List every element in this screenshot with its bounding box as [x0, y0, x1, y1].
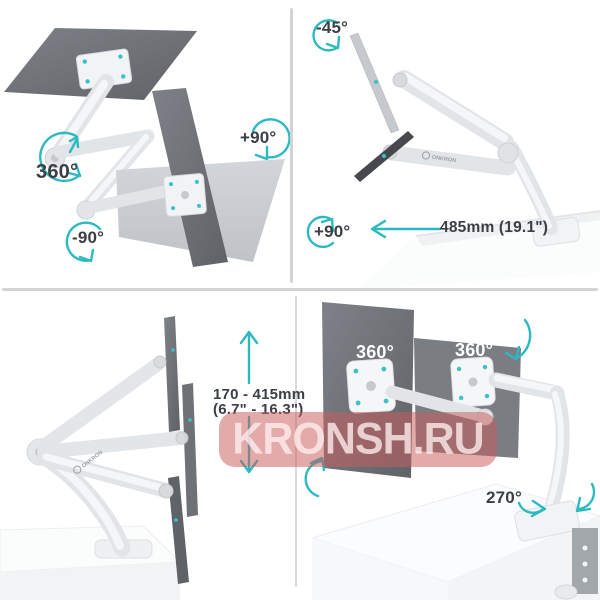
- forearm: [82, 184, 178, 214]
- quadrant-height-demo: ONKRON: [0, 316, 259, 600]
- reach-arrow-left-icon: [370, 219, 442, 239]
- clamp-knob: [554, 584, 578, 600]
- rotate-arrow-left-icon: [304, 456, 326, 498]
- tilt-minus-90-arrow-icon: [65, 221, 102, 263]
- vesa-plate: [163, 173, 207, 217]
- divider-horizontal: [2, 288, 598, 291]
- rotation-360-label: 360°: [36, 161, 79, 183]
- vesa-plate: [450, 356, 496, 408]
- quadrant-rotation-demo: [4, 28, 291, 267]
- height-range-mm-label: 170 - 415mm: [213, 386, 306, 403]
- tilt-minus-45-label: -45°: [316, 18, 349, 37]
- pivot-plus-90-arrow-icon: [306, 215, 335, 249]
- arm-reach-label: 485mm (19.1"): [440, 219, 549, 236]
- monitor-edge-high: [164, 316, 180, 432]
- screw-dot: [374, 80, 378, 84]
- pivot-plus-90-label: +90°: [314, 222, 351, 241]
- quadrant-tilt-demo: ONKRON: [306, 19, 600, 288]
- vesa-plate: [346, 358, 396, 414]
- monitor-edge-low: [168, 476, 189, 584]
- gas-spring-arm: [382, 70, 519, 176]
- divider-vertical-top: [290, 8, 293, 283]
- swivel-arrow-back-icon: [575, 482, 596, 513]
- desk: [0, 525, 182, 600]
- base-swivel-label: 270°: [486, 488, 522, 507]
- divider-vertical-bottom: [295, 296, 297, 587]
- tilt-plus-90-label: +90°: [240, 128, 277, 147]
- rotate-360-arrow-icon: [39, 131, 82, 183]
- height-range-inch-label: (6.7" - 16.3"): [213, 401, 304, 418]
- arm-pose-mid: [37, 431, 189, 459]
- vesa-rotation-right-label: 360°: [455, 340, 494, 360]
- arm-riser: [505, 141, 558, 235]
- arm-pose-high: [37, 355, 167, 453]
- monitor-edge-mid: [182, 383, 198, 517]
- brand-logo: ONKRON: [421, 151, 456, 164]
- quadrant-swivel-demo: [304, 302, 600, 600]
- gas-spring-arm: [44, 74, 114, 169]
- swivel-arrow-right-icon: [517, 499, 547, 518]
- tilt-minus-45-arrow-icon: [312, 19, 341, 52]
- screw-dot: [382, 154, 386, 158]
- vesa-rotation-left-label: 360°: [356, 342, 395, 362]
- rotate-arrow-top-icon: [504, 318, 532, 361]
- tilt-plus-90-arrow-icon: [251, 118, 291, 161]
- arm-pose-low: [36, 450, 174, 499]
- tilt-minus-90-label: -90°: [72, 228, 105, 247]
- clamp-bracket: [572, 528, 598, 594]
- desk: [310, 483, 600, 600]
- desk-clamp-base: [514, 500, 598, 600]
- svg-text:ONKRON: ONKRON: [431, 155, 456, 164]
